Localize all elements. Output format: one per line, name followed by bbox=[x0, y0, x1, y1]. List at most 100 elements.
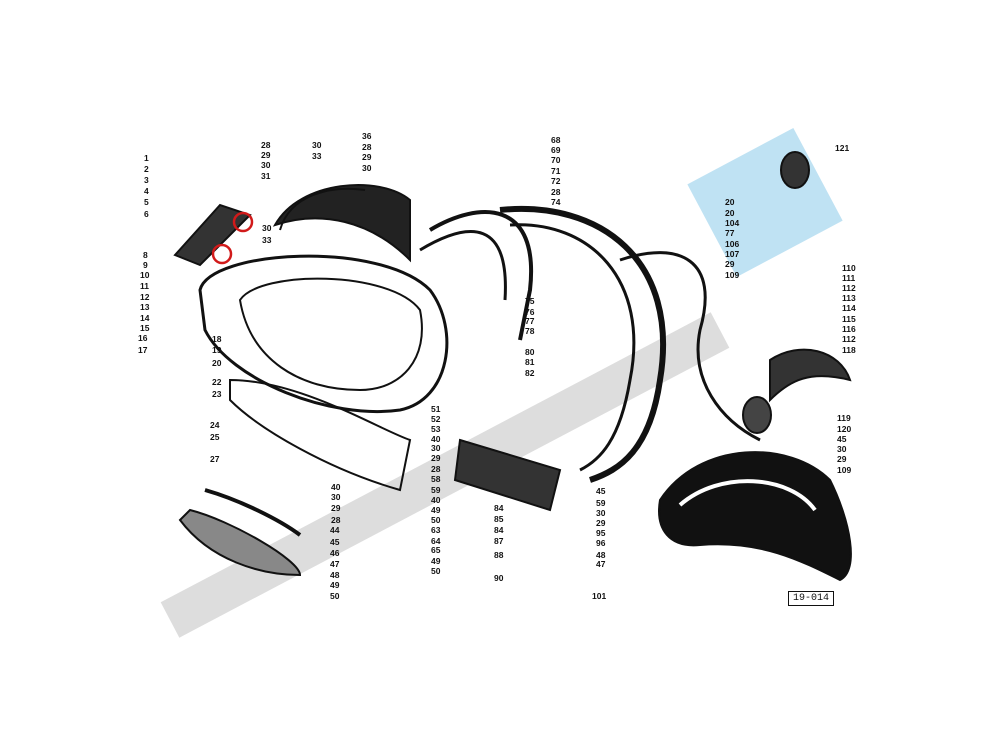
callout-label: 114 bbox=[842, 303, 856, 313]
callout-label: 82 bbox=[525, 368, 535, 378]
callout-label: 12 bbox=[140, 292, 150, 302]
callout-label: 90 bbox=[494, 573, 504, 583]
runner-strip bbox=[229, 378, 412, 492]
footboard bbox=[178, 508, 302, 577]
headset-column bbox=[619, 251, 761, 442]
callout-label: 28 bbox=[261, 140, 271, 150]
callout-label: 3 bbox=[144, 175, 149, 185]
callout-label: 11 bbox=[140, 281, 149, 291]
callout-label: 48 bbox=[596, 550, 606, 560]
callout-label: 121 bbox=[835, 143, 850, 153]
callout-label: 81 bbox=[525, 357, 535, 367]
callout-label: 9 bbox=[143, 260, 148, 270]
horn-grille bbox=[742, 396, 772, 434]
callout-label: 31 bbox=[261, 171, 271, 181]
callout-label: 118 bbox=[842, 345, 856, 355]
leg-shield-edge bbox=[499, 205, 667, 483]
callout-label: 5 bbox=[144, 197, 149, 207]
front-cowl bbox=[769, 348, 852, 403]
callout-label: 96 bbox=[596, 538, 606, 548]
callout-label: 30 bbox=[837, 444, 847, 454]
callout-label: 18 bbox=[212, 334, 222, 344]
callout-label: 33 bbox=[312, 151, 322, 161]
callout-label: 16 bbox=[138, 333, 148, 343]
callout-label: 116 bbox=[842, 324, 856, 334]
callout-label: 59 bbox=[431, 485, 441, 495]
callout-label: 24 bbox=[210, 420, 220, 430]
callout-label: 113 bbox=[842, 293, 856, 303]
callout-label: 109 bbox=[837, 465, 852, 475]
callout-label: 29 bbox=[596, 518, 606, 528]
callout-label: 44 bbox=[330, 525, 340, 535]
frame-rail bbox=[428, 210, 534, 341]
callout-label: 78 bbox=[525, 326, 535, 336]
callout-label: 104 bbox=[725, 218, 740, 228]
callout-label: 28 bbox=[362, 142, 372, 152]
frame-rail-inner bbox=[419, 230, 507, 301]
callout-label: 47 bbox=[596, 559, 606, 569]
callout-label: 45 bbox=[837, 434, 847, 444]
callout-label: 15 bbox=[140, 323, 150, 333]
callout-label: 52 bbox=[431, 414, 441, 424]
callout-label: 14 bbox=[140, 313, 150, 323]
callout-label: 40 bbox=[431, 495, 441, 505]
callout-label: 45 bbox=[596, 486, 606, 496]
callout-label: 30 bbox=[331, 492, 341, 502]
callout-label: 40 bbox=[431, 434, 441, 444]
callout-label: 65 bbox=[431, 545, 441, 555]
callout-label: 51 bbox=[431, 404, 441, 414]
callout-label: 29 bbox=[431, 453, 441, 463]
callout-label: 20 bbox=[725, 197, 735, 207]
callout-label: 45 bbox=[330, 537, 340, 547]
callout-label: 63 bbox=[431, 525, 441, 535]
side-panel bbox=[198, 254, 449, 413]
callout-label: 30 bbox=[596, 508, 606, 518]
callout-label: 80 bbox=[525, 347, 535, 357]
callout-label: 85 bbox=[494, 514, 504, 524]
callout-label: 77 bbox=[725, 228, 735, 238]
callout-label: 30 bbox=[431, 443, 441, 453]
callout-label: 29 bbox=[725, 259, 735, 269]
watermark-band bbox=[160, 312, 730, 638]
callout-label: 23 bbox=[212, 389, 222, 399]
callout-label: 27 bbox=[210, 454, 220, 464]
drawing-number: 19-014 bbox=[788, 591, 835, 606]
callout-label: 6 bbox=[144, 209, 149, 219]
callout-label: 112 bbox=[842, 283, 856, 293]
callout-label: 110 bbox=[842, 263, 856, 273]
callout-label: 107 bbox=[725, 249, 740, 259]
callout-label: 30 bbox=[362, 163, 372, 173]
callout-label: 74 bbox=[551, 197, 561, 207]
callout-label: 33 bbox=[262, 235, 272, 245]
callout-label: 71 bbox=[551, 166, 561, 176]
footboard-runner bbox=[204, 488, 302, 537]
callout-label: 49 bbox=[431, 556, 441, 566]
callout-label: 77 bbox=[525, 316, 535, 326]
highlight-circle bbox=[211, 243, 233, 265]
callout-label: 29 bbox=[261, 150, 271, 160]
callout-label: 84 bbox=[494, 503, 504, 513]
callout-label: 68 bbox=[551, 135, 561, 145]
callout-label: 29 bbox=[362, 152, 372, 162]
leg-shield-inner bbox=[509, 223, 636, 472]
callout-label: 50 bbox=[330, 591, 340, 601]
callout-label: 28 bbox=[551, 187, 561, 197]
callout-label: 75 bbox=[525, 296, 535, 306]
callout-label: 120 bbox=[837, 424, 852, 434]
callout-label: 25 bbox=[210, 432, 220, 442]
callout-label: 49 bbox=[431, 505, 441, 515]
callout-label: 106 bbox=[725, 239, 740, 249]
callout-label: 4 bbox=[144, 186, 149, 196]
callout-label: 50 bbox=[431, 515, 441, 525]
callout-label: 30 bbox=[312, 140, 322, 150]
callout-label: 13 bbox=[140, 302, 150, 312]
callout-label: 40 bbox=[331, 482, 341, 492]
highlight-circle bbox=[232, 211, 254, 233]
callout-label: 49 bbox=[330, 580, 340, 590]
callout-label: 58 bbox=[431, 474, 441, 484]
callout-label: 30 bbox=[261, 160, 271, 170]
callout-label: 76 bbox=[525, 307, 535, 317]
callout-label: 47 bbox=[330, 559, 340, 569]
